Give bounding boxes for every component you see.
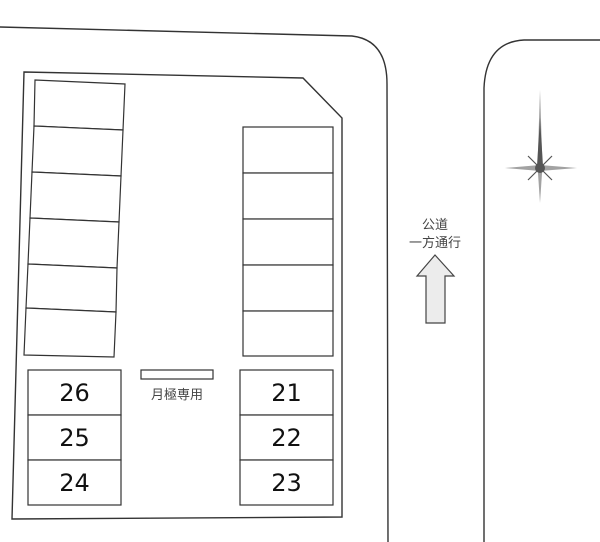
numbered-spaces-left: 26 25 24 xyxy=(27,369,122,506)
right-column-spaces xyxy=(242,126,334,357)
parking-space-21 xyxy=(239,369,334,416)
numbered-spaces-right: 21 22 23 xyxy=(239,369,334,506)
parking-space xyxy=(33,79,126,131)
arrow-up-icon xyxy=(415,254,456,324)
parking-space xyxy=(242,218,334,266)
parking-lot-boundary xyxy=(11,71,343,520)
left-column-spaces xyxy=(23,79,126,358)
parking-space-24 xyxy=(27,459,122,506)
space-number: 26 xyxy=(59,379,90,407)
right-block-boundary xyxy=(483,39,600,542)
parking-space xyxy=(25,263,118,313)
parking-space-26 xyxy=(27,369,122,416)
parking-space xyxy=(23,307,117,358)
lot-outer-boundary xyxy=(0,26,389,542)
parking-space-23 xyxy=(239,459,334,506)
space-number: 24 xyxy=(59,469,90,497)
parking-space xyxy=(242,172,334,220)
north-compass-icon xyxy=(505,90,577,203)
monthly-only-sign-bar xyxy=(140,369,214,380)
parking-space xyxy=(242,310,334,357)
space-number: 22 xyxy=(271,424,302,452)
parking-space xyxy=(29,171,122,223)
parking-space-22 xyxy=(239,414,334,461)
parking-space xyxy=(242,126,334,174)
parking-space-25 xyxy=(27,414,122,461)
space-number: 21 xyxy=(271,379,302,407)
parking-space xyxy=(31,125,124,177)
road-label-line2: 一方通行 xyxy=(409,235,461,251)
parking-space xyxy=(27,217,120,269)
space-number: 25 xyxy=(59,424,90,452)
monthly-only-label: 月極専用 xyxy=(151,387,203,403)
parking-space xyxy=(242,264,334,312)
space-number: 23 xyxy=(271,469,302,497)
road-label-line1: 公道 xyxy=(422,218,448,233)
